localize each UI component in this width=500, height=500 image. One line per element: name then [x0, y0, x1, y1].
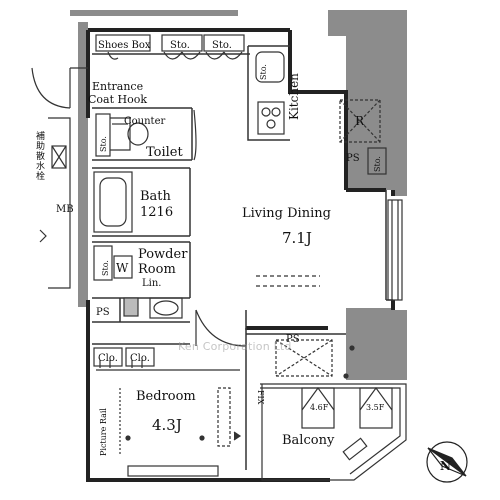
toilet-fixtures: [95, 113, 149, 157]
bath-size-label: 1216: [140, 205, 173, 220]
bath-label: Bath: [140, 189, 172, 204]
ld-details: [193, 109, 403, 347]
kitchen-sto-label: Sto.: [373, 156, 382, 172]
storage-label-1: Sto.: [170, 40, 190, 51]
picture-rail-label: Picture Rail: [99, 408, 108, 456]
powder-label-1: Powder: [138, 247, 188, 262]
top-storage: [31, 34, 245, 109]
outdoor-unit-1-label: 4.6F: [310, 403, 329, 412]
linen-label: Lin.: [142, 278, 161, 289]
outdoor-unit-2-label: 3.5F: [366, 403, 385, 412]
bedroom-details: [93, 347, 242, 477]
shoes-box-label: Shoes Box: [98, 40, 151, 51]
bedroom-label: Bedroom: [136, 389, 196, 404]
ld-ps-label: PS: [286, 334, 300, 345]
interior-walls: [92, 45, 393, 470]
outer-walls: [86, 28, 395, 482]
toilet-label: Toilet: [146, 145, 183, 160]
kitchen-storage-label: Sto.: [259, 64, 268, 80]
counter-label: Counter: [124, 116, 165, 127]
kitchen-label: Kitchen: [287, 73, 301, 120]
balcony: [260, 339, 407, 481]
closet-label-1: Clo.: [98, 353, 118, 364]
washer-label: W: [116, 261, 129, 275]
structure-shafts: [70, 10, 407, 380]
meter-box-label: MB: [56, 204, 74, 215]
toilet-storage-label: Sto.: [99, 136, 108, 152]
storage-label-2: Sto.: [212, 40, 232, 51]
powder-fixtures: [93, 245, 183, 319]
entrance-label: Entrance: [92, 80, 143, 93]
watermark: Ken Corporation Ltd: [178, 340, 292, 353]
compass: [426, 441, 468, 483]
coat-hook-label: Coat Hook: [88, 93, 147, 106]
powder-label-2: Room: [138, 262, 176, 277]
refrigerator-label: R: [355, 114, 365, 128]
fix-window-label: FIX: [256, 390, 265, 405]
bathtub: [93, 171, 133, 233]
balcony-label: Balcony: [282, 433, 335, 448]
hall-ps-label: PS: [96, 307, 110, 318]
closet-label-2: Clo.: [130, 353, 150, 364]
left-exterior: [39, 117, 71, 289]
hydrant-label: 補助散水栓: [36, 132, 46, 182]
kitchen-fixtures: [255, 51, 387, 175]
living-dining-label: Living Dining: [242, 206, 331, 221]
compass-label: N: [440, 459, 451, 473]
kitchen-ps-label: PS: [346, 153, 360, 164]
bedroom-size: 4.3J: [152, 416, 182, 434]
living-dining-size: 7.1J: [282, 229, 312, 247]
powder-storage-label: Sto.: [101, 260, 110, 276]
